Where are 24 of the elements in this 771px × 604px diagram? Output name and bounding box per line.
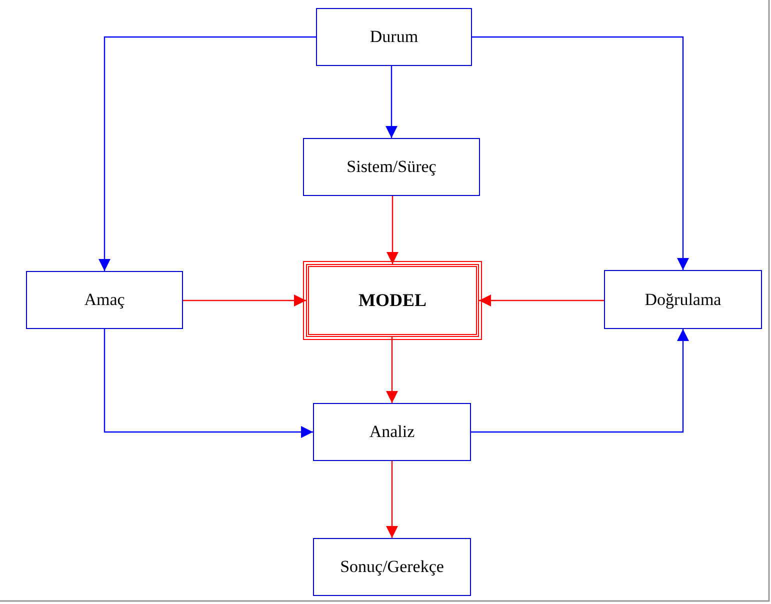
node-label: Amaç — [84, 290, 125, 310]
arrow — [98, 36, 316, 271]
arrow — [479, 294, 604, 306]
node-label: Durum — [370, 27, 418, 47]
arrow — [104, 329, 313, 438]
model-box — [306, 264, 479, 337]
process-box — [604, 270, 762, 329]
arrow — [386, 337, 398, 403]
process-box — [313, 403, 471, 461]
arrow — [386, 196, 398, 264]
arrow — [183, 294, 306, 306]
arrow — [472, 36, 689, 270]
process-box — [26, 271, 183, 329]
node-label: MODEL — [358, 290, 426, 311]
node-label: Sistem/Süreç — [346, 157, 436, 177]
process-box — [303, 138, 480, 196]
arrow — [386, 461, 398, 538]
process-box — [313, 538, 471, 596]
arrow — [386, 66, 398, 138]
node-label: Sonuç/Gerekçe — [340, 557, 444, 577]
node-label: Analiz — [369, 422, 415, 442]
node-label: Doğrulama — [644, 290, 722, 310]
arrow — [471, 329, 689, 433]
process-box — [316, 8, 472, 66]
